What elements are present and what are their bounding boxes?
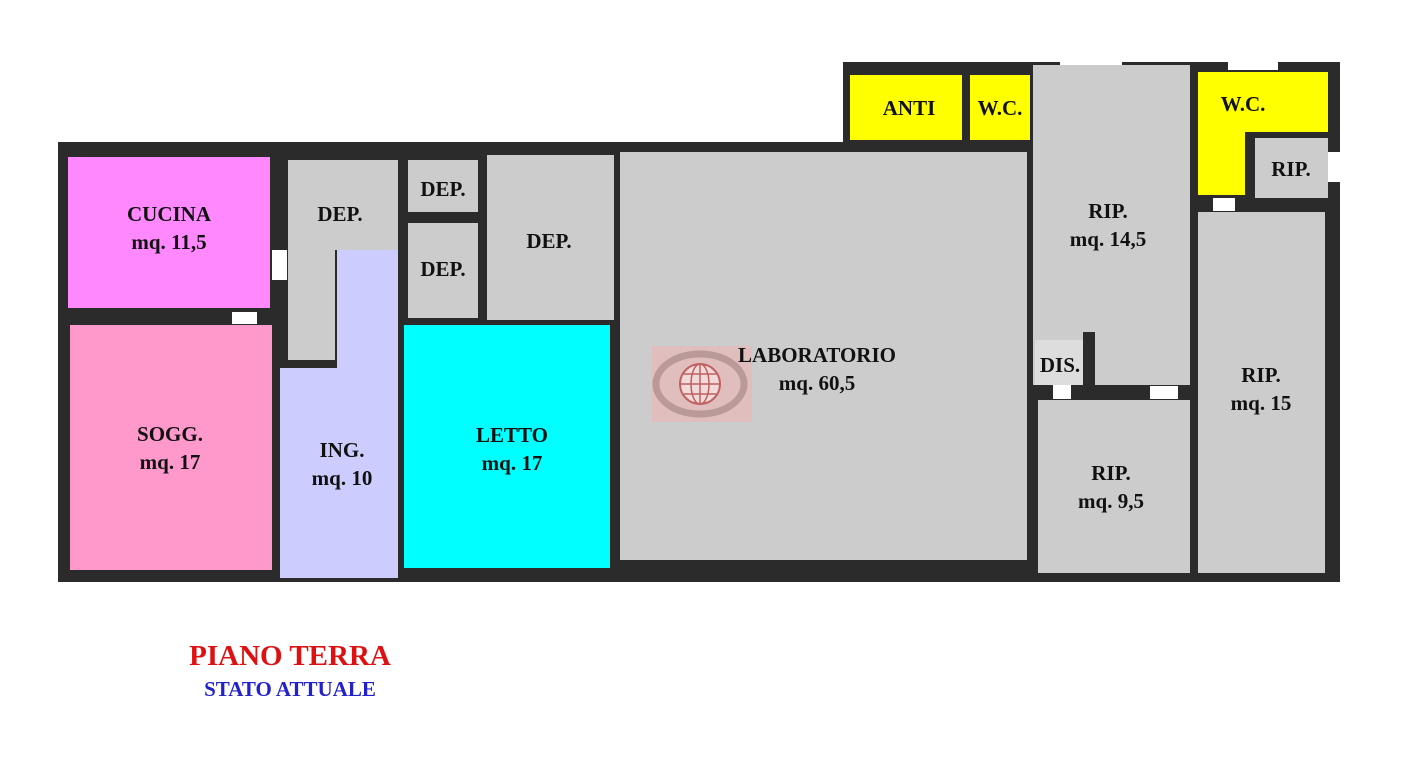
room-rip-95 xyxy=(1038,400,1190,573)
room-dis xyxy=(1035,340,1083,385)
plan-subtitle: STATO ATTUALE xyxy=(204,677,376,701)
label-wc1: W.C. xyxy=(977,96,1023,120)
room-rip-145 xyxy=(1033,65,1190,385)
room-area: mq. 14,5 xyxy=(1069,227,1147,251)
label-ingresso: ING. mq. 10 xyxy=(312,436,373,492)
room-area: mq. 9,5 xyxy=(1078,489,1144,513)
label-wc2: W.C. xyxy=(1220,92,1266,116)
room-name: LABORATORIO xyxy=(738,343,896,367)
room-name: SOGG. xyxy=(137,422,203,446)
room-dep2 xyxy=(408,160,478,212)
label-soggiorno: SOGG. mq. 17 xyxy=(137,420,203,476)
room-area: mq. 11,5 xyxy=(131,230,207,254)
room-ingresso xyxy=(337,250,398,370)
top-gap xyxy=(1228,55,1278,70)
room-letto xyxy=(404,325,610,568)
door xyxy=(1328,152,1342,182)
door xyxy=(1053,385,1071,399)
room-wc2 xyxy=(1198,72,1328,132)
plan-title: PIANO TERRA xyxy=(189,640,391,672)
room-name: ING. xyxy=(319,438,365,462)
room-dep1-leg xyxy=(288,250,335,360)
watermark-logo xyxy=(652,346,752,422)
room-area: mq. 15 xyxy=(1230,391,1292,415)
room-name: RIP. xyxy=(1088,199,1128,223)
room-dep1 xyxy=(288,160,398,250)
room-area: mq. 10 xyxy=(311,466,373,490)
room-cucina xyxy=(68,157,270,308)
door xyxy=(232,312,257,324)
room-anti xyxy=(850,75,962,140)
room-name: RIP. xyxy=(1091,461,1131,485)
room-ingresso-lower xyxy=(280,368,398,578)
label-cucina: CUCINA mq. 11,5 xyxy=(127,200,211,256)
room-name: RIP. xyxy=(1241,363,1281,387)
label-rip-145: RIP. mq. 14,5 xyxy=(1070,197,1146,253)
room-soggiorno xyxy=(70,325,272,570)
room-area: mq. 17 xyxy=(139,450,201,474)
label-anti: ANTI xyxy=(882,96,936,120)
room-dep3 xyxy=(408,223,478,318)
label-dep3: DEP. xyxy=(420,257,466,281)
label-rip-95: RIP. mq. 9,5 xyxy=(1078,459,1144,515)
room-wc2-leg xyxy=(1198,132,1245,195)
room-dep4 xyxy=(487,155,614,320)
label-dep1: DEP. xyxy=(317,202,363,226)
label-rip-15: RIP. mq. 15 xyxy=(1231,361,1292,417)
door xyxy=(272,250,287,280)
label-dis: DIS. xyxy=(1039,353,1081,377)
label-laboratorio: LABORATORIO mq. 60,5 xyxy=(738,341,896,397)
room-area: mq. 60,5 xyxy=(778,371,856,395)
label-rip-small: RIP. xyxy=(1271,157,1311,181)
room-name: LETTO xyxy=(476,423,548,447)
door xyxy=(1213,198,1235,211)
room-wc1 xyxy=(970,75,1030,140)
room-rip-small xyxy=(1255,138,1328,198)
wall-dis xyxy=(1083,332,1095,390)
label-dep4: DEP. xyxy=(526,229,572,253)
label-letto: LETTO mq. 17 xyxy=(476,421,548,477)
door xyxy=(1150,386,1178,399)
room-rip-15 xyxy=(1198,212,1325,573)
label-dep2: DEP. xyxy=(420,177,466,201)
room-name: CUCINA xyxy=(127,202,211,226)
room-area: mq. 17 xyxy=(481,451,543,475)
